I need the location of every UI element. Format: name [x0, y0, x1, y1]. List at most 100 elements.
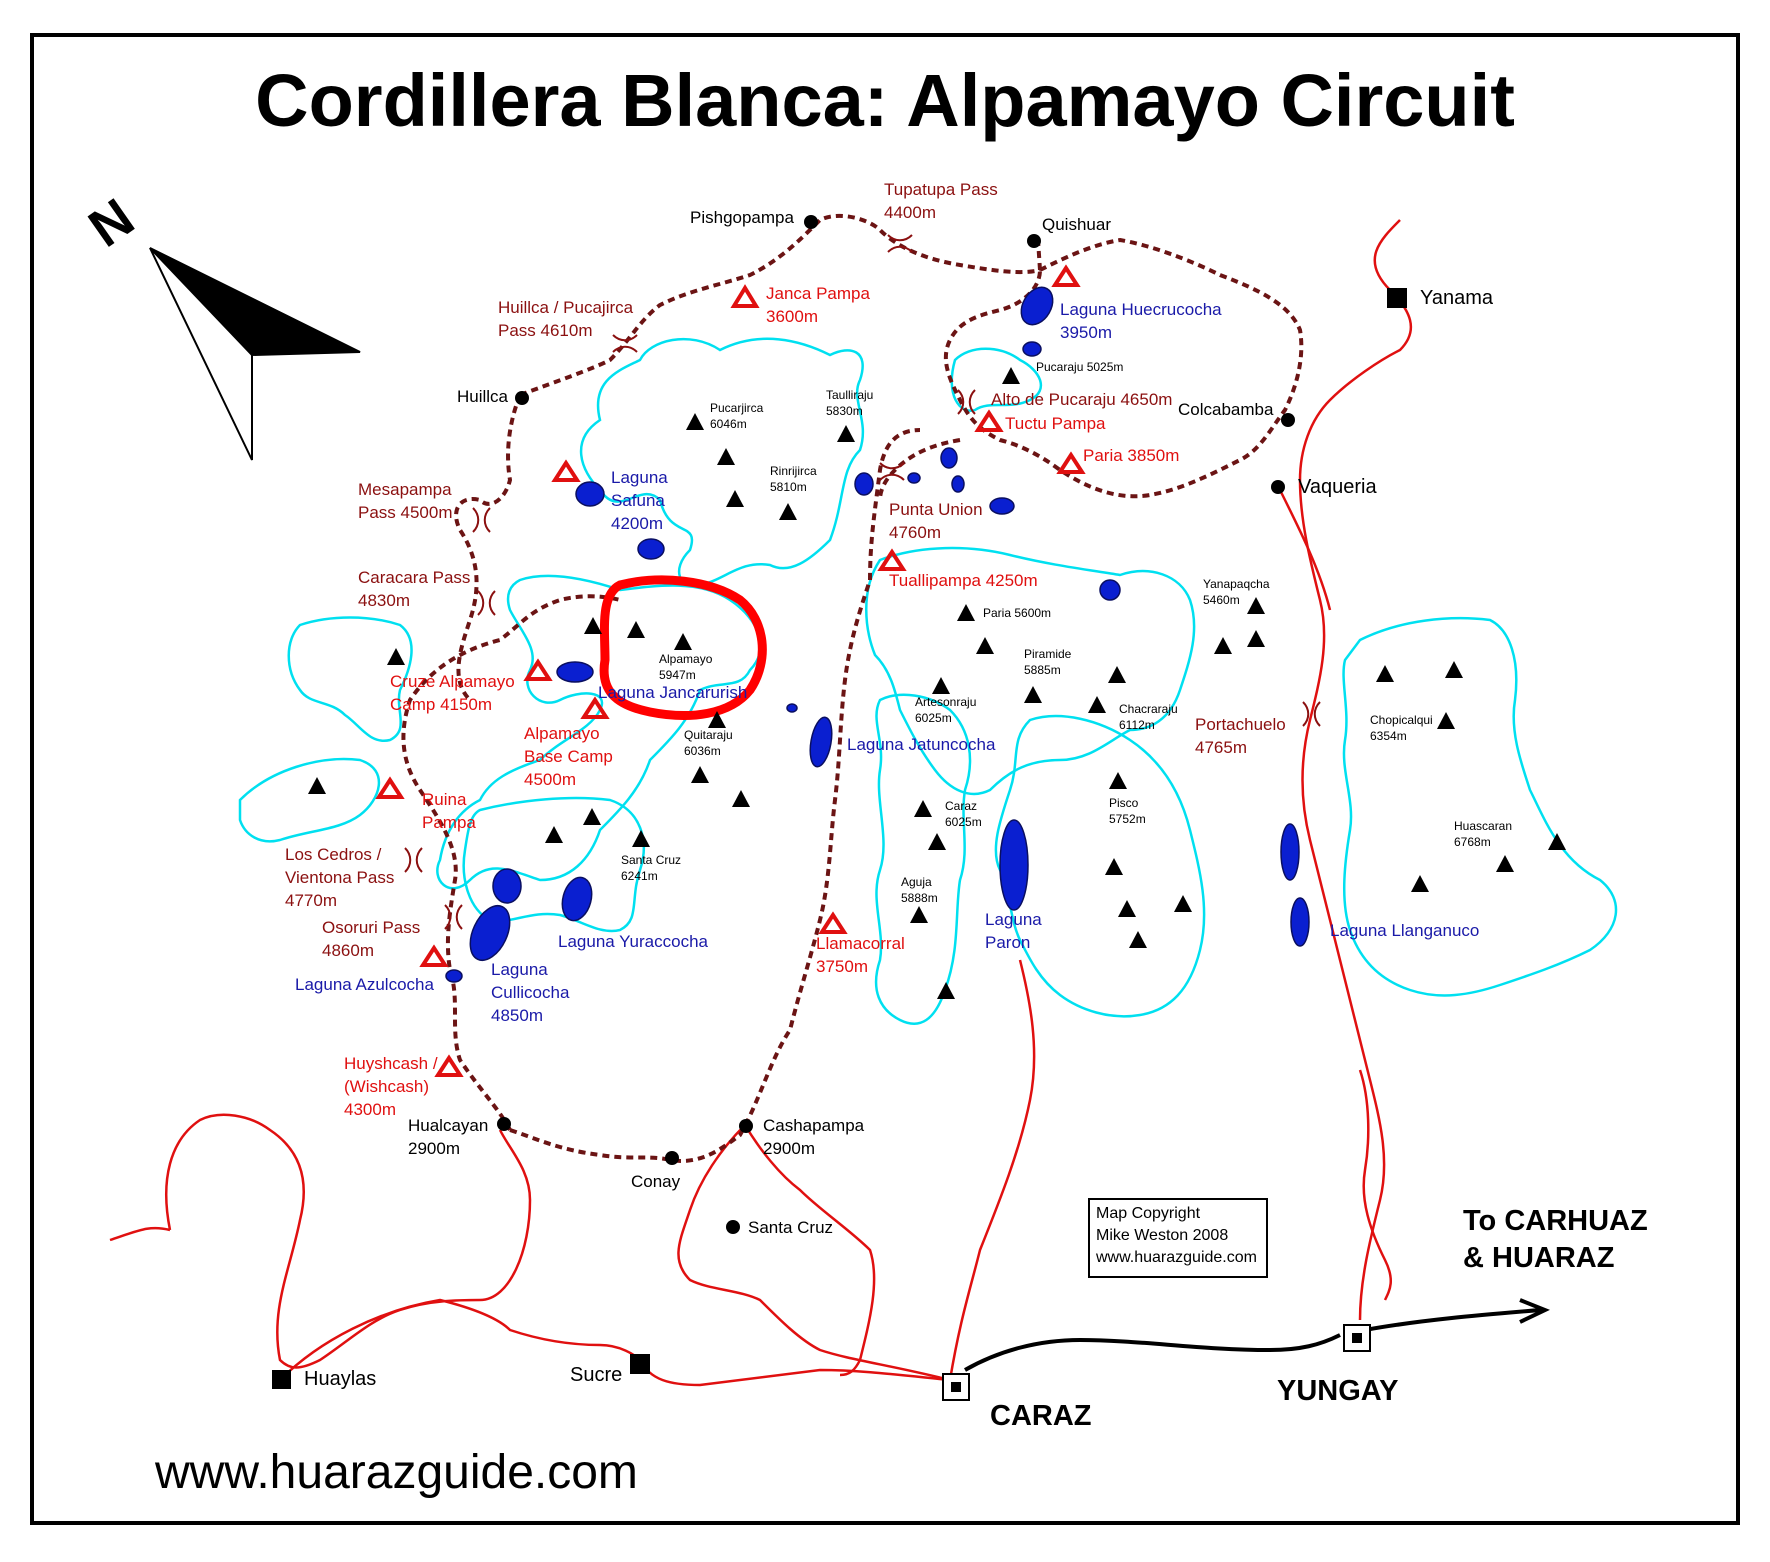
label-ruina: Ruina: [422, 790, 467, 809]
camp-icon-paria: [1056, 451, 1086, 474]
peak-chopicalqui: [1437, 712, 1455, 729]
website-footer[interactable]: www.huarazguide.com: [155, 1446, 638, 1499]
peak-3: [717, 448, 735, 465]
lake-taulliraju-3: [940, 447, 958, 469]
peak-chopicalqui-1: [1376, 665, 1394, 682]
label-colcabamba: Colcabamba: [1178, 400, 1274, 419]
dot-quishuar: [1027, 234, 1041, 248]
label-pucarjirca-alt: 6046m: [710, 417, 747, 431]
road-sucre: [638, 1359, 951, 1387]
camp-icon-tuctu: [974, 409, 1004, 432]
label-cedros-name: Vientona Pass: [285, 868, 395, 887]
road-to-yanama: [1298, 219, 1412, 1321]
label-yanapaqcha: Yanapaqcha: [1203, 577, 1270, 591]
road-cashapampa: [743, 1124, 876, 1377]
peak-chacraraju: [1088, 696, 1106, 713]
label-hualcayan: Hualcayan: [408, 1116, 489, 1135]
label-piramide-alt: 5885m: [1024, 663, 1061, 677]
peak-ruina: [308, 777, 326, 794]
label-artesonraju: Artesonraju: [915, 695, 977, 709]
label-llanganuco: Laguna Llanganuco: [1330, 921, 1480, 940]
label-chopicalqui: Chopicalqui: [1370, 713, 1433, 727]
dot-huillca: [515, 391, 529, 405]
dot-hualcayan: [497, 1117, 511, 1131]
camp-icon-llamacorral: [818, 911, 848, 934]
copyright-box: Map Copyright Mike Weston 2008 www.huara…: [1088, 1198, 1268, 1278]
label-wishcash: (Wishcash): [344, 1077, 430, 1096]
label-conay: Conay: [631, 1172, 681, 1191]
label-portachuelo-alt: 4765m: [1195, 738, 1247, 757]
camp-icon-quishuar: [1051, 264, 1081, 287]
peak-quitaraju: [708, 711, 726, 728]
peak-aguja: [910, 906, 928, 923]
label-huillca: Huillca: [457, 387, 509, 406]
peak-quitaraju-3: [732, 790, 750, 807]
highway-to-huaraz: [1364, 1308, 1541, 1332]
lake-llanganuco-upper: [1280, 823, 1300, 881]
label-santacruz-peak: Santa Cruz: [621, 853, 682, 867]
campsites: [375, 264, 1086, 1077]
camp-icon-ruina: [375, 776, 405, 799]
label-yuraccocha: Laguna Yuraccocha: [558, 932, 708, 951]
label-janca-pampa: Janca Pampa: [766, 284, 870, 303]
peak-caraz: [928, 833, 946, 850]
roads: [109, 219, 1412, 1387]
lake-paria: [1099, 579, 1121, 601]
pass-icon-huillca: [612, 334, 638, 353]
town-marker-huaylas: [272, 1370, 291, 1389]
glacier-outline-santacruz: [462, 796, 645, 933]
label-cedros-pass: Los Cedros /: [285, 845, 382, 864]
label-mesapampa-pass: Mesapampa: [358, 480, 452, 499]
peak-huascaran-1: [1548, 833, 1566, 850]
label-huaylas: Huaylas: [304, 1368, 377, 1390]
label-cedros-alt: 4770m: [285, 891, 337, 910]
peak-pisco: [1109, 772, 1127, 789]
peak-caraz-1: [914, 800, 932, 817]
highway: [964, 1298, 1550, 1372]
label-pucarjirca: Pucarjirca: [710, 401, 764, 415]
peak-pisco-4: [1174, 895, 1192, 912]
label-azulcocha: Laguna Azulcocha: [295, 975, 434, 994]
lakes: [445, 286, 1310, 983]
peak-paria: [957, 604, 975, 621]
peak-yanapaqcha-3: [1214, 637, 1232, 654]
camp-icon-safuna: [551, 459, 581, 482]
label-huillca-pass: Huillca / Pucajirca: [498, 298, 634, 317]
camp-icon-cruze: [523, 658, 553, 681]
label-basecamp-alt: 4500m: [524, 770, 576, 789]
lake-jatuncocha: [809, 716, 833, 768]
peak-alpamayo: [674, 633, 692, 650]
peaks: [308, 367, 1566, 999]
label-alpamayo: Alpamayo: [659, 652, 713, 666]
label-caraz: CARAZ: [990, 1400, 1092, 1432]
label-janca-alt: 3600m: [766, 307, 818, 326]
pass-icon-punta-union: [879, 462, 905, 481]
road-yungay-north: [1358, 1069, 1392, 1301]
lake-safuna-lower: [637, 538, 665, 560]
label-tuctu-pampa: Tuctu Pampa: [1005, 414, 1106, 433]
label-ruina-pampa: Pampa: [422, 813, 476, 832]
label-sucre: Sucre: [570, 1364, 623, 1386]
label-caraz-peak-alt: 6025m: [945, 815, 982, 829]
label-artesonraju-alt: 6025m: [915, 711, 952, 725]
label-rinrijirca-alt: 5810m: [770, 480, 807, 494]
highway-caraz-yungay: [964, 1333, 1341, 1372]
label-caraz-peak: Caraz: [945, 799, 978, 813]
label-cruze-camp: Cruze Alpamayo: [390, 672, 515, 691]
map-frame: [30, 33, 1740, 1525]
peak-taulliraju: [837, 425, 855, 442]
peak-huascaran-2: [1411, 875, 1429, 892]
peak-yanapaqcha-2: [1247, 630, 1265, 647]
label-cashapampa-alt: 2900m: [763, 1139, 815, 1158]
peak-santacruz: [632, 830, 650, 847]
peak-pucarjirca: [686, 413, 704, 430]
road-hualcayan: [165, 1113, 532, 1369]
label-huascaran: Huascaran: [1454, 819, 1513, 833]
lake-llanganuco-lower: [1290, 897, 1310, 947]
peak-santacruz-1: [583, 808, 601, 825]
lake-cullicocha: [469, 905, 511, 961]
label-jancarurish: Laguna Jancarurish: [598, 683, 748, 702]
copyright-line-1: Map Copyright: [1096, 1205, 1201, 1222]
peak-piramide-1: [976, 637, 994, 654]
